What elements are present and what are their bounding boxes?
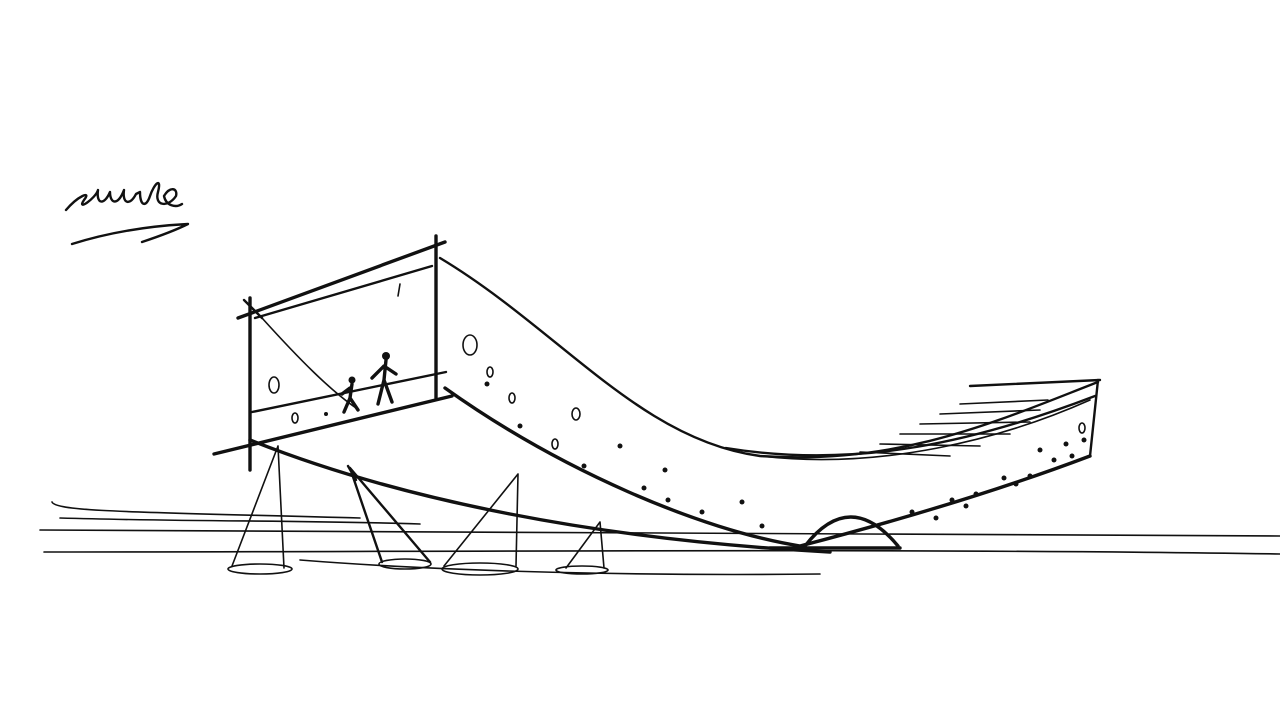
signature (64, 181, 190, 246)
curved-roof-structure (248, 256, 1102, 554)
people-silhouettes (340, 352, 398, 414)
facade-openings (291, 366, 1087, 529)
support-cones (227, 445, 609, 576)
glass-box-frame (212, 234, 478, 472)
